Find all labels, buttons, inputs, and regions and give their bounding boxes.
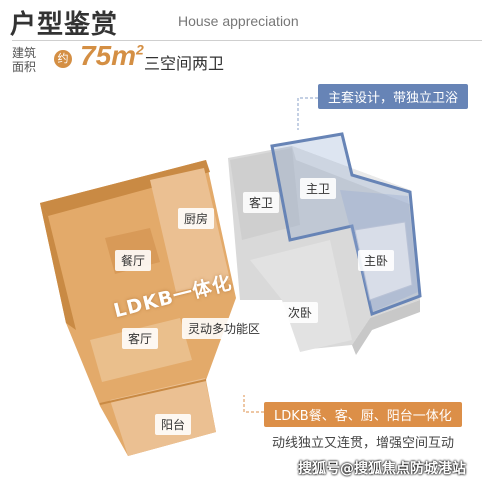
about-badge: 约: [54, 50, 72, 68]
ldkb-callout: LDKB餐、客、厨、阳台一体化: [264, 402, 462, 427]
bottom-right-wall: [352, 300, 420, 355]
watermark: 搜狐号@搜狐焦点防城港站: [298, 461, 466, 477]
area-value: 75m2: [80, 40, 144, 72]
room-label-master-bath: 主卫: [300, 178, 337, 199]
page-subtitle: House appreciation: [178, 13, 299, 29]
master-callout-leader: [297, 97, 318, 130]
room-label-dining: 餐厅: [115, 250, 152, 271]
room-label-balcony: 阳台: [155, 414, 192, 435]
room-label-kitchen: 厨房: [178, 208, 215, 229]
ldkb-top-wall: [40, 160, 210, 216]
kitchen-floor: [150, 168, 230, 292]
room-label-guest-bath: 客卫: [243, 192, 280, 213]
room-label-living: 客厅: [122, 328, 159, 349]
ldkb-description: 动线独立又连贯，增强空间互动: [272, 436, 455, 451]
area-number: 75m: [80, 40, 137, 71]
room-label-second-bed: 次卧: [282, 302, 319, 323]
area-unit-sup: 2: [136, 41, 144, 58]
ldkb-callout-leader: [243, 395, 264, 413]
header-divider: [12, 40, 482, 41]
area-label-line2: 面积: [12, 60, 37, 74]
ldkb-left-wall: [40, 203, 76, 330]
layout-description: 三空间两卫: [144, 54, 225, 73]
sofa: [90, 318, 192, 382]
page-title: 户型鉴赏: [10, 10, 119, 40]
second-bed-area: [250, 240, 352, 352]
room-label-flex-area: 灵动多功能区: [182, 318, 267, 339]
master-suite-callout: 主套设计，带独立卫浴: [318, 84, 469, 109]
area-label-line1: 建筑: [12, 46, 37, 60]
balcony-divider: [99, 379, 207, 405]
area-label: 建筑 面积: [12, 46, 36, 74]
room-label-master-bed: 主卧: [358, 250, 395, 271]
